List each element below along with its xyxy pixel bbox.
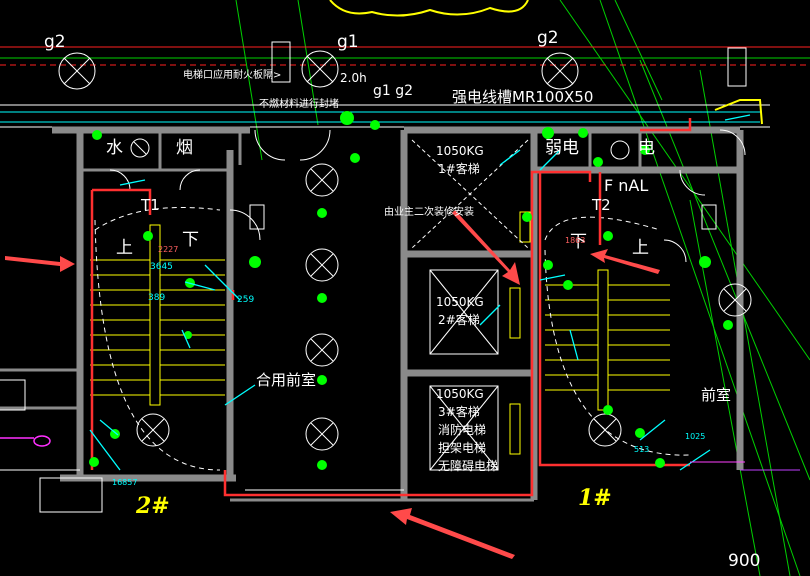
label-t2: T2 (592, 196, 611, 214)
label-shared-lobby: 合用前室 (256, 371, 317, 389)
restroom-fixture (0, 379, 26, 411)
top-red-lines (0, 46, 810, 66)
doors (109, 129, 746, 263)
label-dim-1025: 1025 (685, 432, 706, 441)
leader-lines (89, 114, 751, 471)
label-stair-up-left: 上 (116, 238, 133, 258)
structure-outline (0, 41, 800, 513)
label-water-room: 水 (106, 138, 123, 158)
cable-tray-lines (0, 111, 760, 123)
label-decoration-note: 由业主二次装修安装 (384, 207, 474, 218)
label-dim-3645: 3645 (150, 262, 173, 272)
label-dim-16857: 16857 (112, 478, 138, 487)
label-elev2-name: 2#客梯 (438, 313, 480, 327)
restroom-device (0, 435, 51, 447)
label-dim-259: 259 (237, 295, 255, 305)
label-elev1-name: 1#客梯 (438, 162, 480, 176)
label-weak-elec-room: 弱电 (545, 138, 579, 158)
tray-outline (0, 104, 770, 128)
label-fire-door-note: 电梯口应用耐火板隔> (183, 70, 282, 81)
label-2h: 2.0h (340, 71, 367, 85)
label-stair-2-handwritten: 2# (136, 493, 170, 519)
label-dim-900: 900 (728, 551, 761, 571)
thin-walls (0, 130, 642, 502)
stair-left (90, 224, 225, 406)
revision-cloud (329, 0, 529, 17)
stair-right (545, 269, 670, 411)
label-stair-down-left: 下 (182, 230, 199, 250)
label-dim-1863: 1863 (565, 236, 586, 245)
label-elev3-capacity: 1050KG (436, 387, 484, 401)
label-g1-g2: g1 g2 (373, 83, 414, 99)
label-dim-513: 513 (634, 445, 650, 454)
label-elev2-capacity: 1050KG (436, 295, 484, 309)
label-f-nal: F nAL (604, 176, 649, 195)
label-smoke-room: 烟 (176, 138, 193, 158)
label-cable-tray: 强电线槽MR100X50 (452, 88, 594, 106)
tray-end-yellow (714, 99, 763, 125)
fire-alarm-wiring (90, 118, 692, 497)
devices (89, 111, 733, 470)
label-t1: T1 (141, 196, 160, 214)
label-g1-top: g1 (337, 32, 359, 52)
walls (52, 126, 744, 500)
elevator-cars (411, 139, 531, 471)
label-stair-down-right: 下 (570, 232, 587, 252)
annotation-arrows (5, 210, 660, 559)
label-strong-elec-room: 电 (638, 138, 655, 158)
label-g2-right: g2 (537, 28, 559, 48)
label-stair-up-right: 上 (632, 238, 649, 258)
label-elev3-stretcher: 担架电梯 (438, 441, 487, 455)
label-stair-1-handwritten: 1# (578, 485, 612, 511)
label-dim-389: 389 (148, 293, 166, 303)
label-elev3-fire: 消防电梯 (438, 423, 487, 437)
label-elev1-capacity: 1050KG (436, 144, 484, 158)
label-elev3-accessible: 无障碍电梯 (438, 459, 499, 473)
label-dim-2227: 2227 (158, 245, 179, 254)
label-elev3-name: 3#客梯 (438, 405, 480, 419)
label-g2-left: g2 (44, 32, 66, 52)
label-seal-note: 不燃材料进行封堵 (259, 99, 339, 110)
label-front-room: 前室 (701, 386, 732, 404)
